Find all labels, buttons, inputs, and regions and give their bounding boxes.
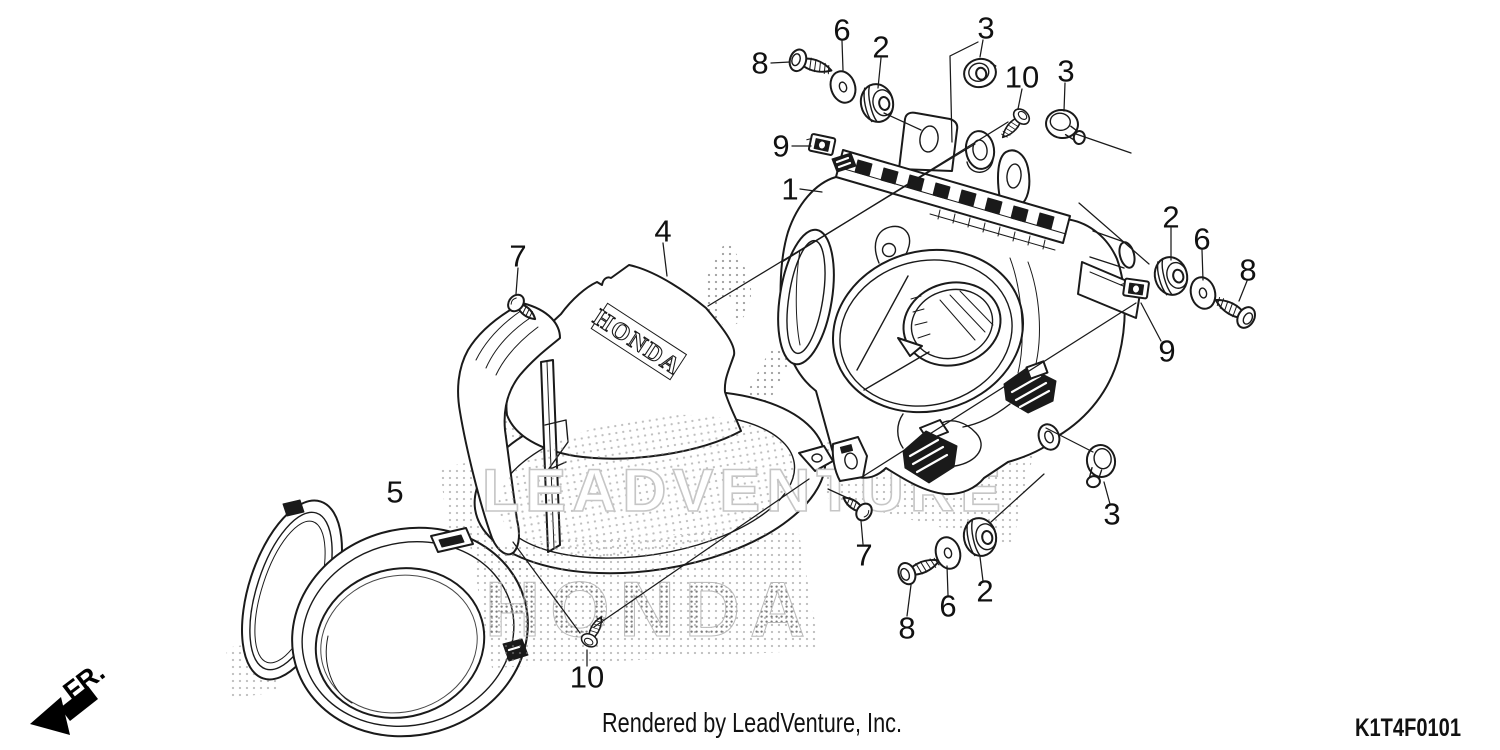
leader-line [662,242,668,277]
part-callout-3: 3 [1103,497,1120,532]
halftone-foreground [470,414,820,668]
mount-loop [997,149,1031,204]
honda-ghost-watermark: HONDA [485,565,815,653]
leader-line [1238,280,1248,302]
right-bracket-arm [1077,261,1142,319]
wire-harness [897,403,1011,467]
part-callout-2: 2 [872,30,889,65]
nut-part9-topleft [803,131,837,157]
leader-line [707,143,976,307]
mount-part3-top [960,54,1001,92]
part-callout-1: 1 [781,172,798,207]
headlight-rim-part5 [241,499,529,738]
leadventure-text-watermark: LEADVENTURE [482,457,1007,524]
leader-line [1045,427,1094,453]
installed-grommet-ring [964,130,996,173]
mount-part3-bottomright [1079,441,1121,490]
part-callout-6: 6 [833,13,850,48]
part-callout-9: 9 [1158,334,1175,369]
part-callout-2: 2 [976,574,993,609]
leader-line [1140,302,1162,342]
part-callout-6: 6 [939,589,956,624]
leader-line [949,41,979,143]
screw-part10-top [995,105,1034,145]
leader-line [1201,249,1204,281]
bracket-teeth [937,209,1046,250]
leader-line [841,40,844,71]
part-callout-5: 5 [386,475,403,510]
mount-tab [898,111,959,172]
lower-mount-boss [831,436,868,482]
rim-back-tab [282,499,305,517]
part-callout-8: 8 [1239,253,1256,288]
leader-line [1017,88,1023,110]
leader-line [1078,202,1150,265]
part-callout-3: 3 [1057,54,1074,89]
washer-part6-bottom [931,533,965,573]
leader-line [883,112,922,131]
screw-part8-right [1209,289,1260,333]
leader-line [990,473,1045,523]
leader-line [1063,82,1066,112]
grommet-part2-top [856,80,898,126]
part-callout-9: 9 [772,129,789,164]
part-callout-8: 8 [898,611,915,646]
part-callout-8: 8 [751,46,768,81]
leader-line [861,302,1137,478]
leader-line [512,541,581,634]
leader-line [593,478,810,628]
leader-line [827,488,853,501]
front-direction-label: FR. [58,657,111,707]
part-callout-2: 2 [1162,200,1179,235]
leader-line [946,565,949,596]
diagram-code: K1T4F0101 [1355,714,1461,742]
part-callout-7: 7 [855,538,872,573]
part-callout-7: 7 [509,239,526,274]
leader-lines [512,39,1248,667]
reflector-rungs [910,290,994,341]
footer-credit: Rendered by LeadVenture, Inc. [602,707,902,738]
bracket-ribs [854,159,1055,230]
mount-part3-topright [1042,106,1090,146]
part-callout-6: 6 [1193,222,1210,257]
leader-line [770,61,791,64]
leader-line [515,267,519,295]
washer-part6-top [825,67,861,107]
front-direction-arrow: FR. [30,657,110,735]
leader-line [1075,133,1132,154]
leader-line [979,556,984,582]
screw-part8-top [786,46,836,83]
leader-line [906,584,912,617]
part-callout-4: 4 [654,214,671,249]
part-callout-10: 10 [570,660,604,695]
leader-line [860,520,864,545]
part-callout-10: 10 [1005,60,1039,95]
headlight-unit-part1 [777,111,1142,496]
leader-line [877,57,882,89]
leader-line [799,188,823,193]
part-callout-3: 3 [977,11,994,46]
leader-line [1103,481,1111,505]
leader-line [979,39,984,58]
